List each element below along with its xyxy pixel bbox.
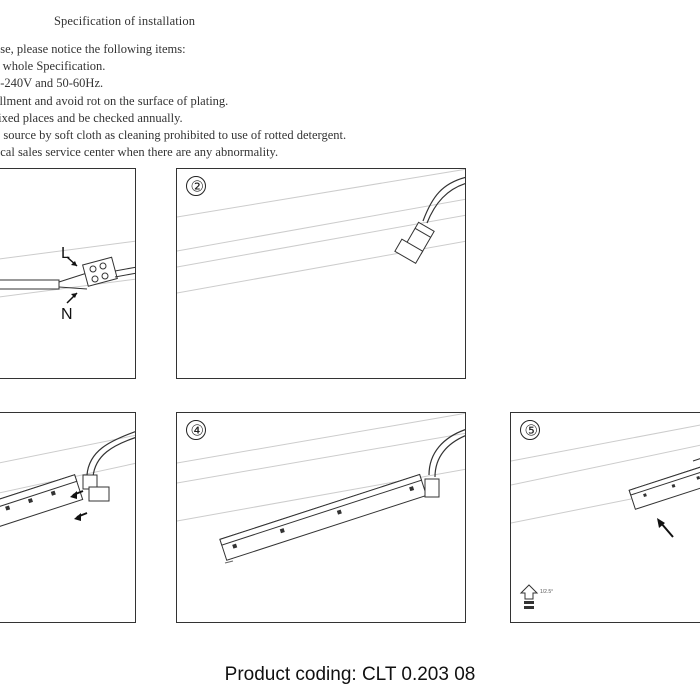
step-2-panel: ② <box>176 168 466 379</box>
track-module <box>628 464 700 510</box>
wire-label-n: N <box>61 306 73 323</box>
connector-plug <box>394 221 435 265</box>
step-1-panel: L N <box>0 168 136 379</box>
wire-label-l: L <box>61 245 70 262</box>
connector-plug <box>82 474 110 502</box>
note-line: allment and avoid rot on the surface of … <box>0 93 229 108</box>
step-5-panel: ⑤ 1/2.5° <box>510 412 700 623</box>
step-4-illustration: ④ <box>177 413 465 564</box>
step-number: ④ <box>191 424 204 440</box>
step-4-panel: ④ <box>176 412 466 623</box>
terminal-block <box>82 256 135 287</box>
wiring-illustration: L N <box>0 240 135 323</box>
note-line: g source by soft cloth as cleaning prohi… <box>0 128 347 143</box>
product-coding: Product coding: CLT 0.203 08 <box>224 664 476 685</box>
note-line: fixed places and be checked annually. <box>0 110 183 125</box>
step-2-illustration: ② <box>177 169 465 294</box>
step-number: ⑤ <box>525 424 538 440</box>
step-number: ② <box>191 180 204 196</box>
step-3-illustration <box>0 431 135 529</box>
step-5-illustration: ⑤ 1/2.5° <box>511 420 700 609</box>
note-line: ocal sales service center when there are… <box>0 145 279 160</box>
note-line: use, please notice the following items: <box>0 42 186 56</box>
note-line: e whole Specification. <box>0 59 106 74</box>
track-module <box>219 473 428 561</box>
page-title: Specification of installation <box>54 14 196 28</box>
step-5-small-label: 1/2.5° <box>540 589 553 595</box>
step-3-panel <box>0 412 136 623</box>
note-line: 0-240V and 50-60Hz. <box>0 76 104 91</box>
track-module <box>0 474 84 529</box>
push-arrow-icon <box>519 584 539 609</box>
installation-notes: use, please notice the following items: … <box>0 41 346 161</box>
